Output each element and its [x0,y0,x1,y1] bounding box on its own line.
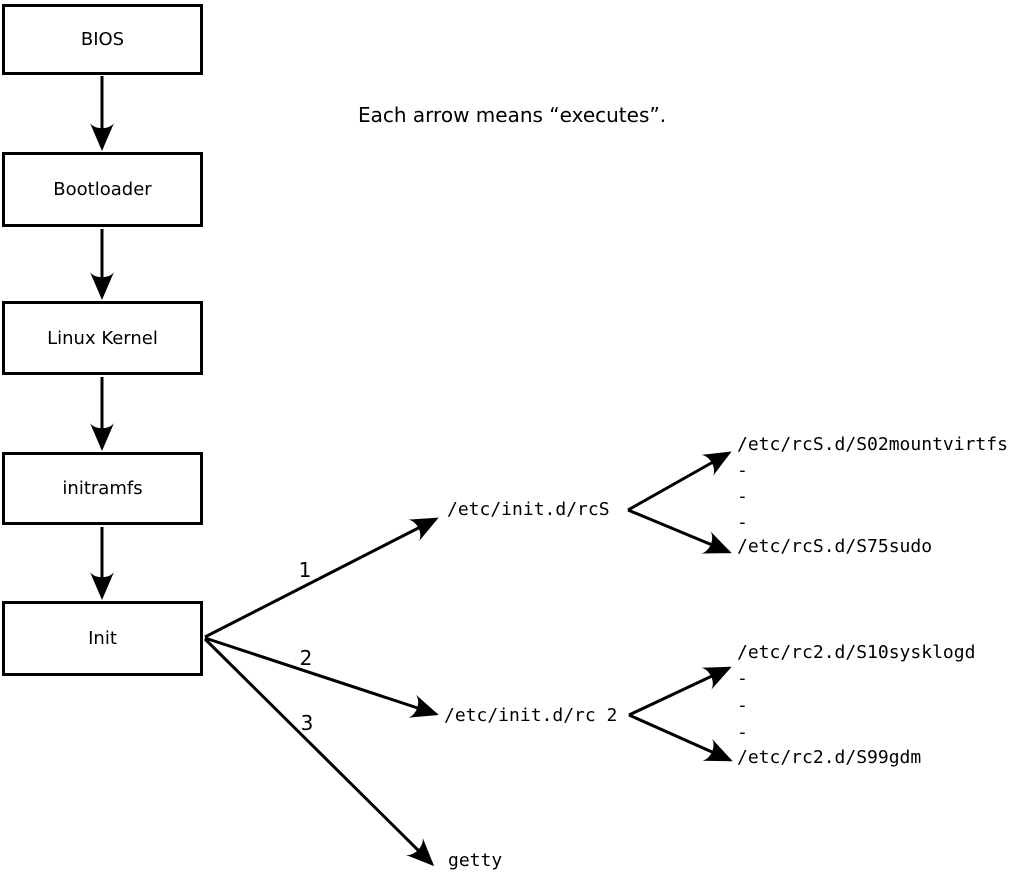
arrow-init-to-getty [203,637,435,867]
ellipsis-dash: - [737,695,748,716]
ellipsis-dash: - [737,512,748,533]
label-rc2-d-s10sysklogd: /etc/rc2.d/S10sysklogd [737,642,976,663]
node-bios-label: BIOS [80,29,125,50]
arrow-rc2-to-s99 [628,713,733,762]
arrow-rc2-to-s10 [628,666,732,717]
ellipsis-dash: - [737,460,748,481]
label-etc-init-d-rcS: /etc/init.d/rcS [447,499,610,520]
node-initramfs-label: initramfs [62,478,143,499]
node-bios: BIOS [2,4,203,75]
edge-label-2: 2 [299,646,313,670]
label-rcS-d-s02mountvirtfs: /etc/rcS.d/S02mountvirtfs [737,434,1008,455]
arrow-rcS-to-s02 [627,451,732,512]
diagram-caption: Each arrow means “executes”. [358,103,667,127]
arrow-rcS-to-s75 [627,508,732,554]
arrow-init-to-rcS [204,517,439,639]
arrow-init-to-rc2 [204,636,439,718]
label-etc-init-d-rc2: /etc/init.d/rc 2 [444,705,618,726]
node-initramfs: initramfs [2,452,203,525]
node-bootloader: Bootloader [2,152,203,227]
label-rc2-d-s99gdm: /etc/rc2.d/S99gdm [737,747,922,768]
label-rcS-d-s75sudo: /etc/rcS.d/S75sudo [737,536,933,557]
edge-label-3: 3 [300,711,314,735]
node-linux-kernel-label: Linux Kernel [47,327,158,349]
label-getty: getty [448,850,503,871]
ellipsis-dash: - [737,486,748,507]
node-init-label: Init [88,628,117,649]
node-bootloader-label: Bootloader [53,179,152,200]
ellipsis-dash: - [737,668,748,689]
ellipsis-dash: - [737,722,748,743]
node-init: Init [2,601,203,676]
edge-label-1: 1 [298,558,312,582]
node-linux-kernel: Linux Kernel [2,301,203,375]
